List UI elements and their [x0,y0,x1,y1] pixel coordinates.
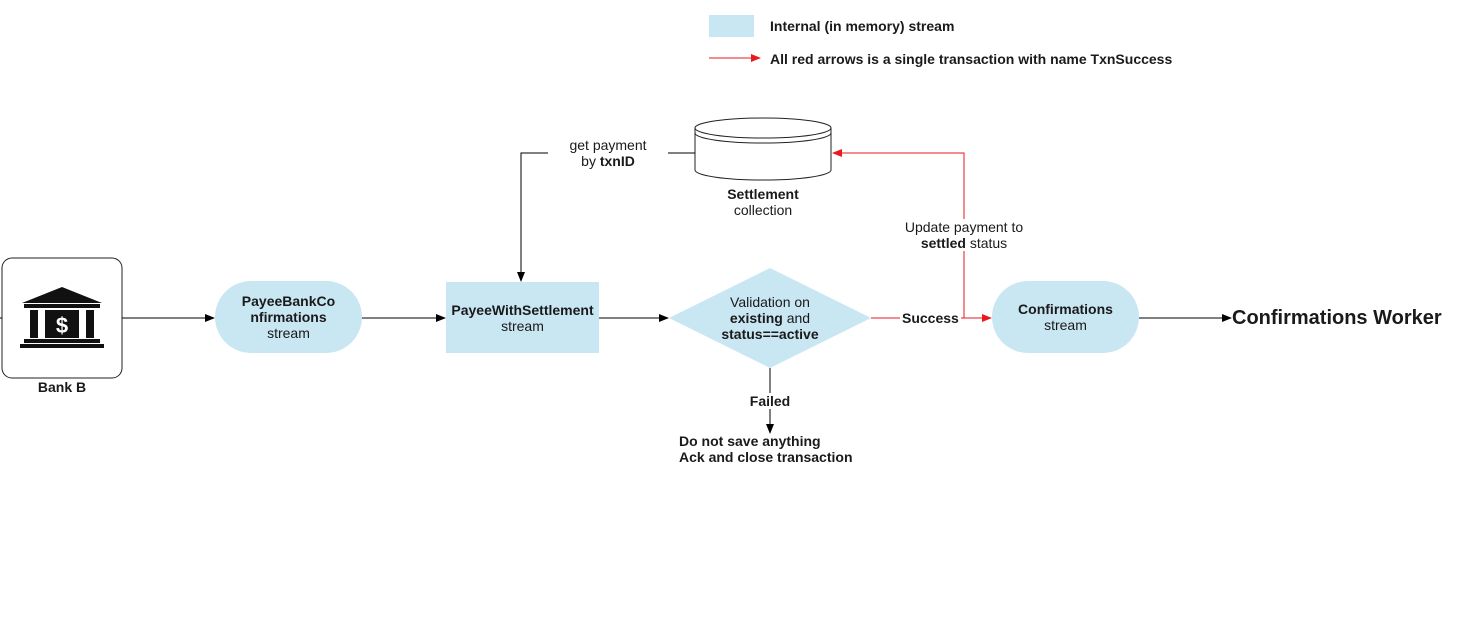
legend-red-arrow-label: All red arrows is a single transaction w… [770,51,1173,67]
bank-icon: $ [20,287,104,348]
edge-get-payment [517,152,695,282]
confirmations-worker-label: Confirmations Worker [1232,307,1442,329]
validation-line1: Validation on [730,294,810,310]
settlement-cylinder [694,117,832,181]
payee-bank-confirmations-shape [215,281,362,353]
failed-label: Failed [740,393,800,409]
failed-outcome-line2: Ack and close transaction [679,449,853,465]
settlement-label: Settlement collection [683,186,843,218]
success-label: Success [900,310,961,326]
payee-bank-confirmations-line3: stream [267,325,310,341]
validation-line3: status==active [721,326,819,342]
payee-bank-confirmations-line2: nfirmations [250,309,327,325]
confirmations-subtitle: stream [1044,317,1087,333]
validation-diamond [669,268,871,368]
settlement-title: Settlement [727,186,799,202]
validation-node: Validation on existing and status==activ… [690,292,850,344]
get-payment-label: get payment by txnID [548,137,668,169]
failed-outcome: Do not save anything Ack and close trans… [679,433,853,465]
get-payment-line1: get payment [569,137,647,153]
update-payment-label: Update payment to settled status [893,219,1035,251]
legend-internal-stream-swatch [709,15,754,37]
payee-with-settlement-shape [446,282,599,353]
payee-with-settlement-subtitle: stream [501,317,544,334]
legend-internal-stream-label: Internal (in memory) stream [770,18,955,34]
payee-with-settlement-title: PayeeWithSettlement [451,301,594,318]
confirmations-shape [992,281,1139,353]
update-payment-line1: Update payment to [904,219,1024,235]
payee-with-settlement-node: PayeeWithSettlement stream [446,282,599,353]
failed-outcome-line1: Do not save anything [679,433,821,449]
settlement-subtitle: collection [733,202,793,218]
get-payment-line2: by txnID [581,153,635,169]
confirmations-node: Confirmations stream [992,281,1139,353]
bank-label: Bank B [37,379,87,395]
payee-bank-confirmations-node: PayeeBankCo nfirmations stream [215,281,362,353]
confirmations-title: Confirmations [1018,301,1113,317]
edge-update-payment [832,149,965,318]
validation-line2: existing and [729,310,811,326]
update-payment-line2: settled status [920,235,1008,251]
payee-bank-confirmations-line1: PayeeBankCo [241,293,336,309]
svg-text:$: $ [56,313,68,338]
